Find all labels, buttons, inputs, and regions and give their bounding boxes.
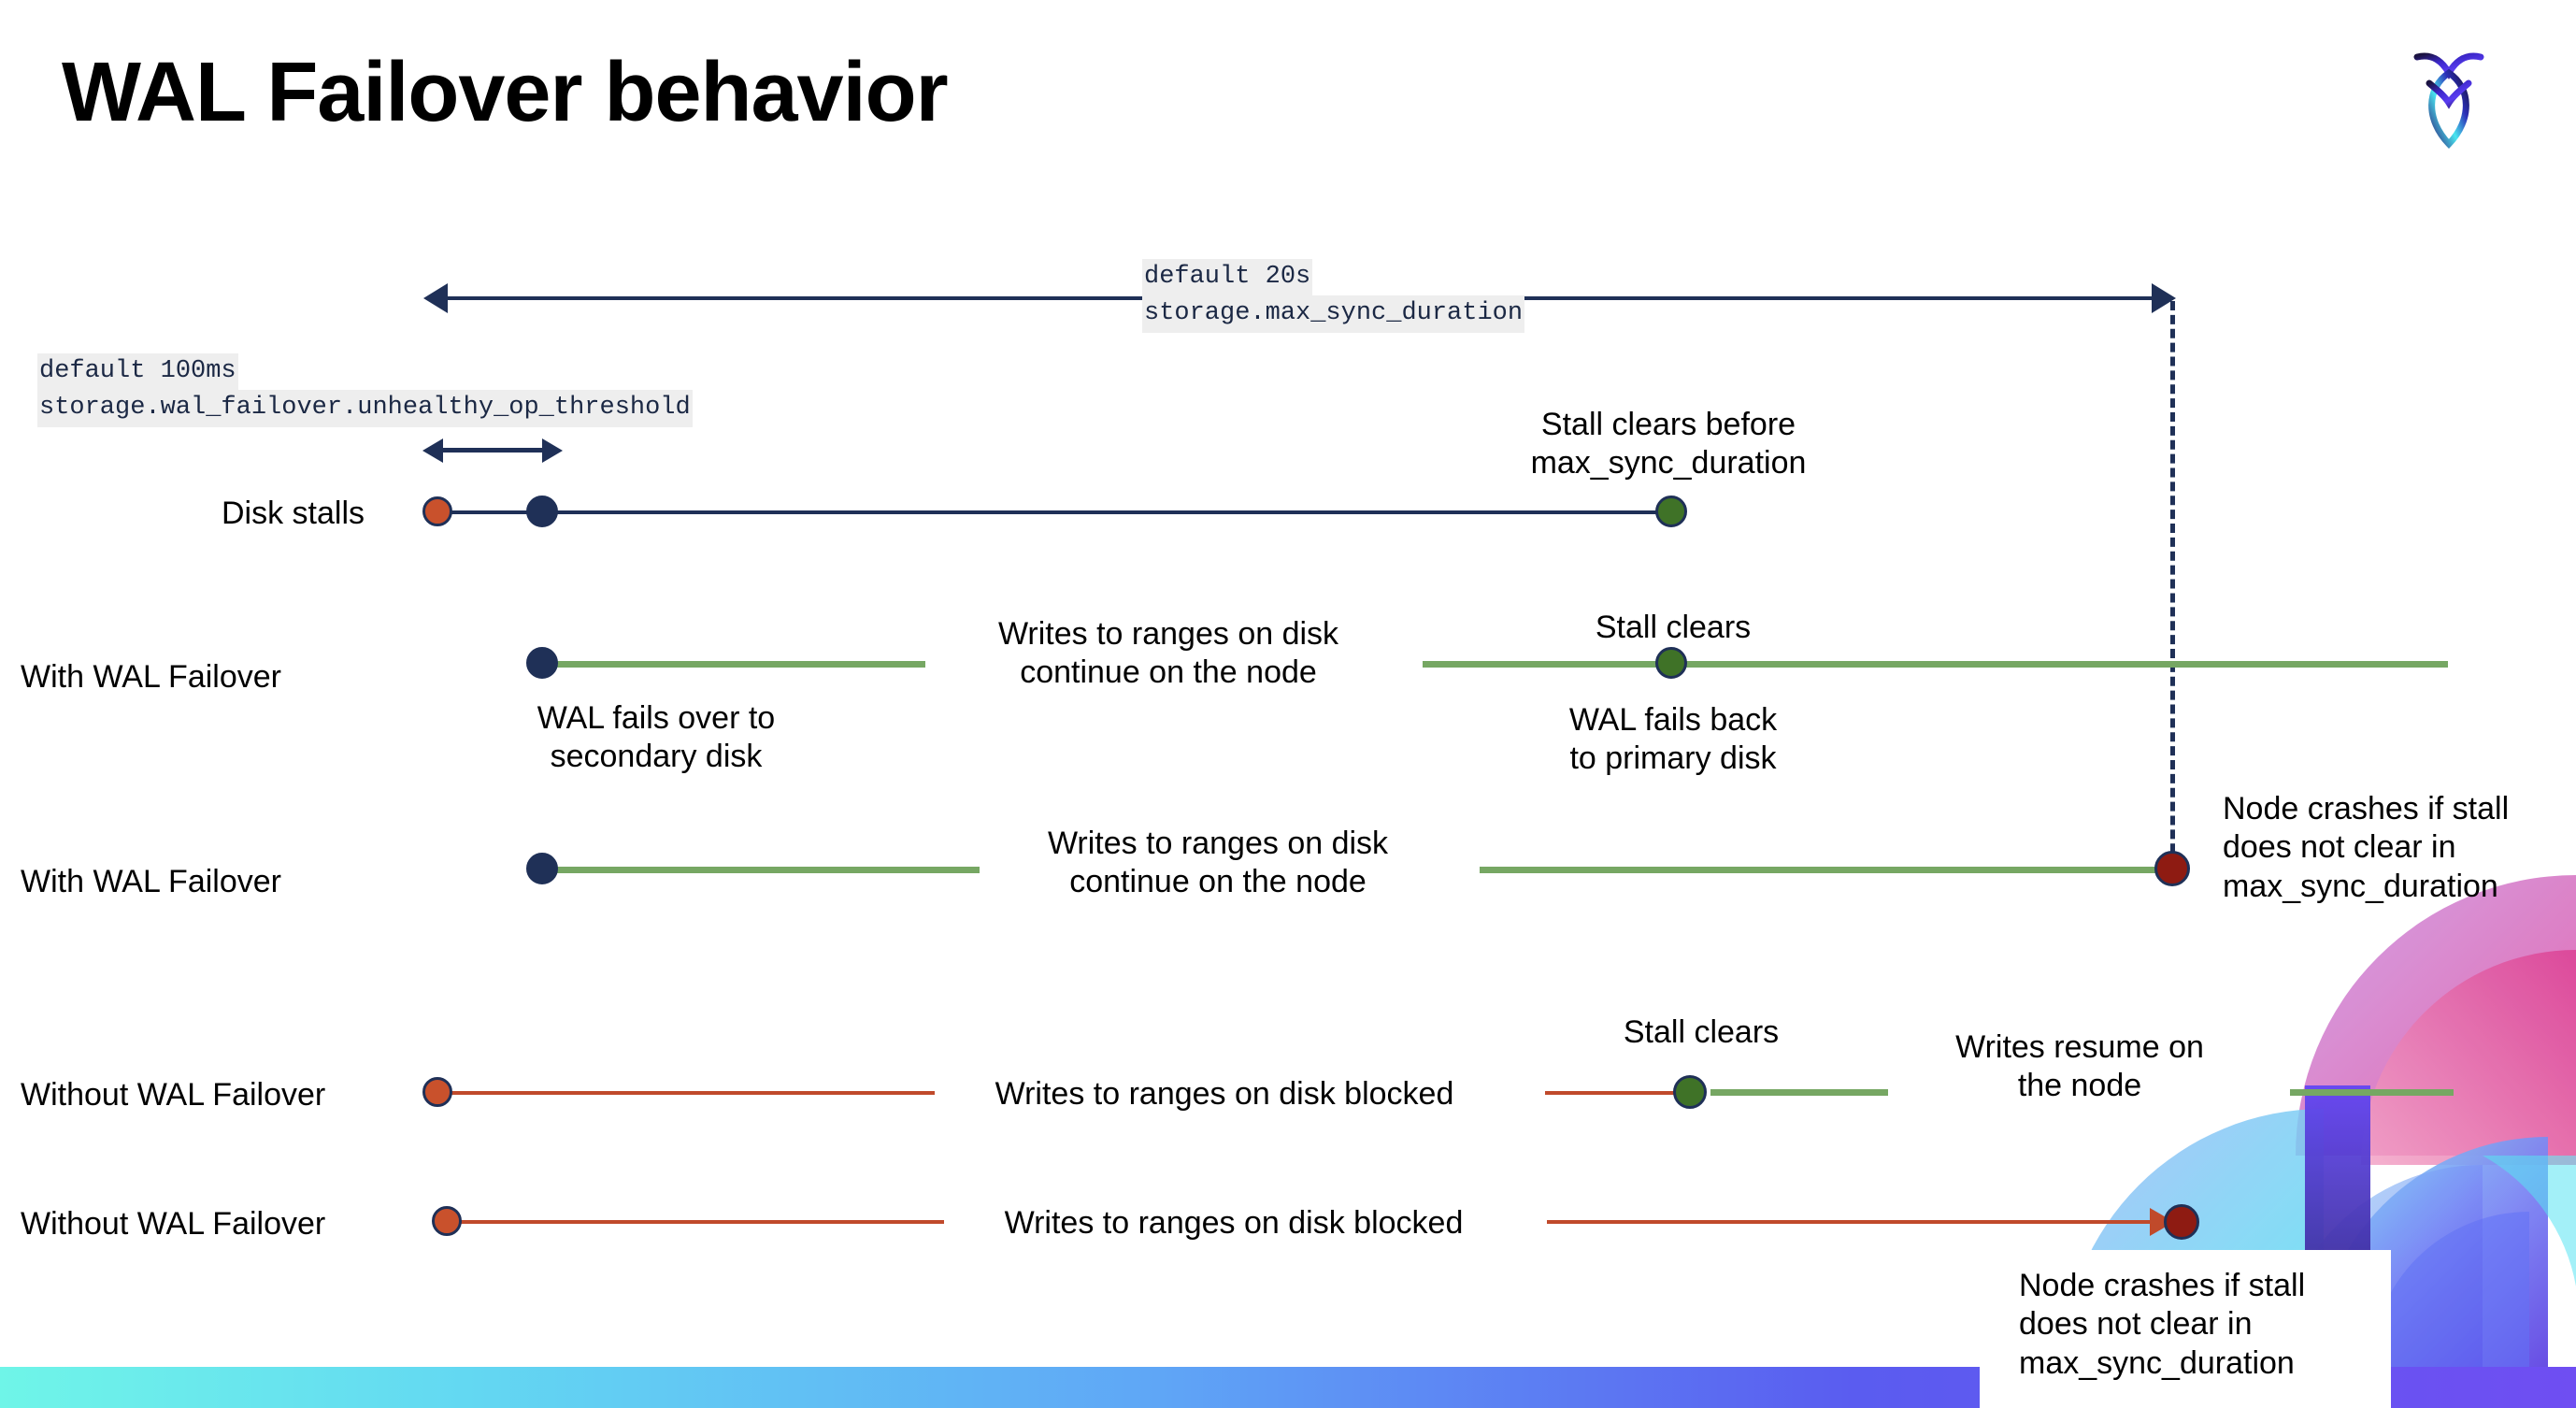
row5-red-segment-a <box>458 1220 944 1224</box>
row4-red-segment-b <box>1545 1091 1690 1095</box>
row-label-without-wal-failover-1: Without WAL Failover <box>21 1077 326 1113</box>
row4-stall-clears-dot <box>1673 1075 1707 1109</box>
unhealthy-op-setting-text: storage.wal_failover.unhealthy_op_thresh… <box>37 390 693 427</box>
unhealthy-op-default-text: default 100ms <box>37 353 238 391</box>
annotation-row2-wal-fails-over: WAL fails over to secondary disk <box>537 700 776 775</box>
annotation-row5-writes-blocked: Writes to ranges on disk blocked <box>1004 1205 1464 1241</box>
disk-stalls-threshold-dot <box>526 496 558 527</box>
row2-stall-clears-dot <box>1655 647 1687 679</box>
disk-stalls-clear-dot <box>1655 496 1687 527</box>
annotation-row2-stall-clears: Stall clears <box>1595 610 1752 645</box>
disk-stalls-timeline <box>439 510 1673 514</box>
annotation-row3-node-crashes: Node crashes if stall does not clear in … <box>2223 791 2510 904</box>
row5-start-dot <box>432 1206 462 1236</box>
annotation-row4-stall-clears: Stall clears <box>1623 1014 1780 1050</box>
node-crash-callout-box <box>1980 1250 2391 1408</box>
annotation-row4-writes-blocked: Writes to ranges on disk blocked <box>995 1076 1454 1112</box>
row2-failover-dot <box>526 647 558 679</box>
row2-green-segment-a <box>542 661 925 668</box>
row4-green-segment-a <box>1710 1089 1888 1096</box>
annotation-row5-node-crashes: Node crashes if stall does not clear in … <box>2019 1268 2306 1381</box>
row5-red-segment-b <box>1547 1220 2164 1224</box>
annotation-stall-clears-before-max-sync: Stall clears before max_sync_duration <box>1530 407 1807 481</box>
row4-start-dot <box>422 1077 452 1107</box>
max-sync-span-left-arrowhead <box>423 283 448 313</box>
row3-failover-dot <box>526 853 558 884</box>
annotation-row4-writes-resume: Writes resume on the node <box>1955 1029 2204 1104</box>
row-label-without-wal-failover-2: Without WAL Failover <box>21 1206 326 1242</box>
max-sync-duration-annotation: default 20s storage.max_sync_duration <box>1142 259 1525 333</box>
unhealthy-op-right-arrowhead <box>542 438 563 463</box>
cockroachdb-logo-icon <box>2388 28 2510 159</box>
row4-green-segment-b <box>2290 1089 2454 1096</box>
row2-green-segment-b <box>1423 661 2448 668</box>
max-sync-default-text: default 20s <box>1142 259 1313 296</box>
annotation-row2-wal-fails-back: WAL fails back to primary disk <box>1568 702 1778 777</box>
max-sync-dashed-dropline <box>2170 301 2175 881</box>
row3-node-crash-dot <box>2154 851 2190 886</box>
annotation-row3-writes-continue: Writes to ranges on disk continue on the… <box>1047 826 1389 900</box>
row-label-disk-stalls: Disk stalls <box>222 496 365 531</box>
row-label-with-wal-failover-2: With WAL Failover <box>21 864 281 899</box>
row3-green-segment-b <box>1480 867 2171 873</box>
row-label-with-wal-failover-1: With WAL Failover <box>21 659 281 695</box>
disk-stalls-start-dot <box>422 496 452 526</box>
page-title: WAL Failover behavior <box>62 46 949 139</box>
max-sync-setting-text: storage.max_sync_duration <box>1142 295 1525 333</box>
row4-red-segment-a <box>449 1091 935 1095</box>
unhealthy-op-left-arrowhead <box>422 438 443 463</box>
row5-node-crash-dot <box>2164 1204 2199 1240</box>
row3-green-segment-a <box>542 867 980 873</box>
unhealthy-op-threshold-annotation: default 100ms storage.wal_failover.unhea… <box>37 353 693 427</box>
annotation-row2-writes-continue: Writes to ranges on disk continue on the… <box>997 616 1339 691</box>
unhealthy-op-span-line <box>439 448 553 453</box>
